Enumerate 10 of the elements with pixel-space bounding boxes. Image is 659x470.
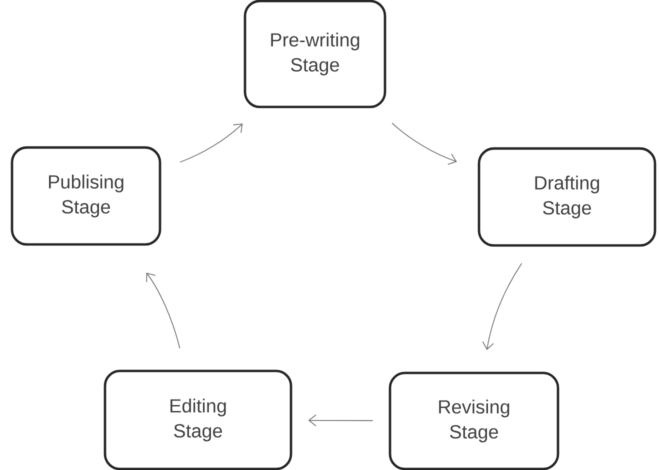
stage-box: Editing Stage: [104, 370, 292, 470]
stage-box: Drafting Stage: [478, 147, 656, 247]
arrow: [146, 272, 180, 349]
arrow: [180, 123, 243, 163]
arrow: [482, 262, 522, 350]
arrow: [392, 122, 457, 165]
stage-box: Publising Stage: [10, 146, 162, 246]
stage-box: Revising Stage: [388, 372, 560, 470]
arrow: [308, 414, 374, 426]
stage-box: Pre-writing Stage: [244, 0, 386, 108]
